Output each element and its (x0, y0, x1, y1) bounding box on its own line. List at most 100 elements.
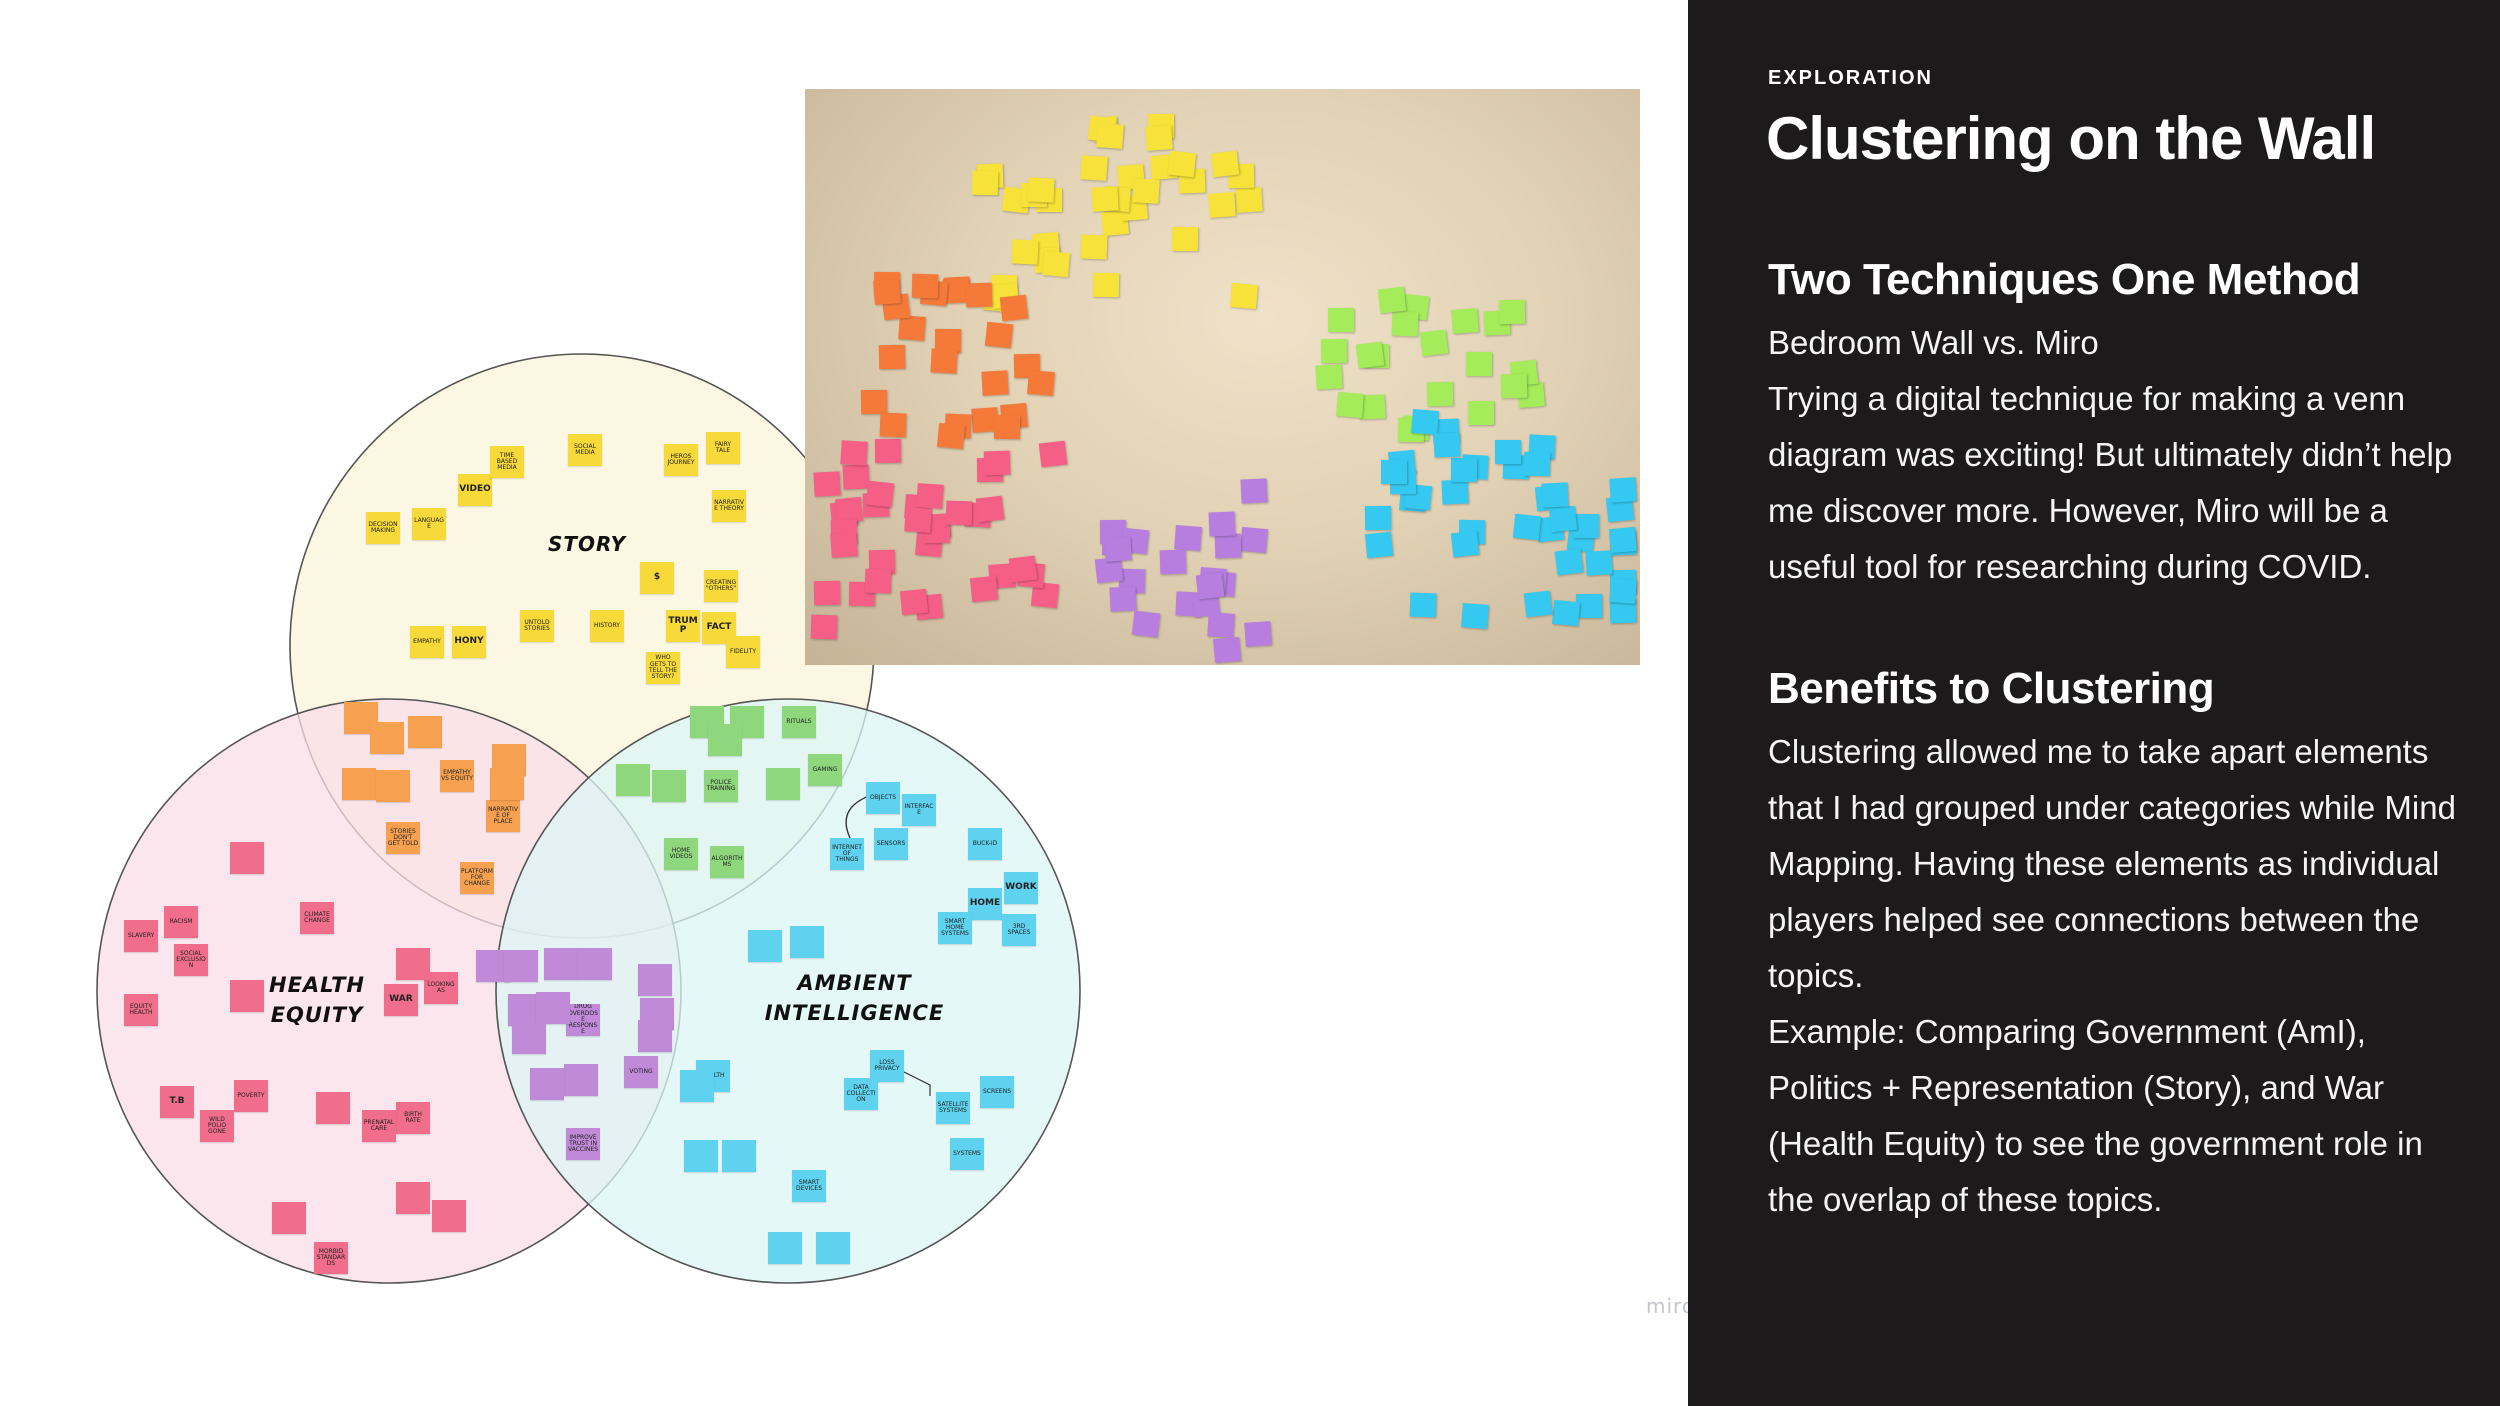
sticky-note-blank (408, 716, 442, 748)
sticky-note-blank (578, 948, 612, 980)
sticky-note: TRUMP (666, 610, 700, 642)
photo-sticky-note (1243, 621, 1272, 647)
photo-sticky-note (965, 282, 993, 308)
photo-sticky-note (981, 370, 1009, 396)
sticky-note-blank (230, 842, 264, 874)
photo-sticky-note (1080, 155, 1108, 181)
sticky-note: SOCIAL EXCLUSION (174, 944, 208, 976)
photo-sticky-note (975, 495, 1005, 522)
sticky-note-blank (272, 1202, 306, 1234)
photo-sticky-note (864, 568, 892, 594)
sticky-note: EMPATHY (410, 626, 444, 658)
photo-sticky-note (865, 480, 895, 508)
photo-sticky-note (1364, 506, 1392, 531)
photo-sticky-note (898, 315, 926, 342)
photo-sticky-note (1095, 123, 1124, 149)
photo-sticky-note (1240, 526, 1269, 553)
sticky-note-blank (316, 1092, 350, 1124)
sticky-note: NARRATIVE THEORY (712, 490, 746, 522)
section-heading-techniques: Two Techniques One Method (1768, 255, 2361, 304)
section-line: Clustering allowed me to take apart elem… (1768, 733, 2456, 994)
photo-sticky-note (993, 415, 1020, 440)
sticky-note: DRUG OVERDOSE RESPONSE (566, 1004, 600, 1036)
photo-sticky-note (1092, 273, 1120, 298)
photo-sticky-note (1315, 363, 1343, 390)
sticky-note: PRENATAL CARE (362, 1110, 396, 1142)
sticky-note-blank (564, 1064, 598, 1096)
photo-sticky-note (810, 614, 838, 640)
sticky-note: HOME VIDEOS (664, 838, 698, 870)
photo-sticky-note (1174, 525, 1203, 552)
sticky-note-blank (370, 722, 404, 754)
photo-sticky-note (1451, 457, 1478, 482)
photo-sticky-note (1011, 239, 1039, 266)
sticky-note: VIDEO (458, 474, 492, 506)
photo-sticky-note (861, 389, 888, 415)
photo-sticky-note (984, 321, 1013, 349)
sticky-note-blank (708, 724, 742, 756)
photo-sticky-note (1230, 283, 1259, 310)
photo-sticky-note (900, 589, 929, 616)
sticky-note-blank (230, 980, 264, 1012)
sticky-note: FACT (702, 612, 736, 644)
photo-sticky-note (1548, 506, 1578, 533)
sticky-note-blank (722, 1140, 756, 1172)
sticky-note: HISTORY (590, 610, 624, 642)
sticky-note-blank (512, 1022, 546, 1054)
sticky-note-blank (684, 1140, 718, 1172)
sticky-note-blank (790, 926, 824, 958)
sticky-note: POVERTY (234, 1080, 268, 1112)
sticky-note-blank (638, 1020, 672, 1052)
sticky-note-blank (376, 770, 410, 802)
sticky-note: IMPROVE TRUST IN VACCINES (566, 1128, 600, 1160)
sticky-note: DATA COLLECTION (844, 1078, 878, 1110)
sticky-note: MORBID STANDARDS (314, 1242, 348, 1274)
sticky-note: ALGORITHMS (710, 846, 744, 878)
photo-sticky-note (1409, 592, 1436, 618)
photo-sticky-note (1327, 308, 1354, 333)
sticky-note-blank (536, 992, 570, 1024)
sticky-note-blank (544, 948, 578, 980)
photo-sticky-note (1320, 339, 1347, 364)
photo-sticky-note (1585, 549, 1613, 576)
section-line: Bedroom Wall vs. Miro (1768, 324, 2099, 361)
photo-sticky-note (1335, 392, 1364, 419)
sticky-note: LOSS PRIVACY (870, 1050, 904, 1082)
sticky-note: SATELLITE SYSTEMS (936, 1092, 970, 1124)
photo-sticky-note (1109, 586, 1137, 612)
photo-sticky-note (879, 412, 907, 438)
photo-sticky-note (1391, 311, 1419, 337)
photo-sticky-note (983, 450, 1011, 476)
photo-sticky-note (1540, 482, 1569, 508)
photo-sticky-note (1380, 460, 1407, 485)
photo-sticky-note (1498, 299, 1526, 325)
eyebrow-label: EXPLORATION (1768, 67, 1933, 89)
sticky-note: FAIRY TALE (706, 432, 740, 464)
photo-sticky-note (1461, 603, 1489, 630)
photo-sticky-note (1159, 549, 1187, 574)
section-body-techniques: Bedroom Wall vs. Miro Trying a digital t… (1768, 315, 2458, 595)
description-panel: EXPLORATION Clustering on the Wall Two T… (1688, 0, 2500, 1406)
sticky-note: GAMING (808, 754, 842, 786)
photo-sticky-note (1355, 341, 1385, 368)
sticky-note: EMPATHY VS EQUITY (440, 760, 474, 792)
photo-sticky-note (1494, 440, 1521, 465)
photo-sticky-note (1132, 610, 1161, 638)
photo-sticky-note (1080, 234, 1108, 260)
sticky-note: BUCK-ID (968, 828, 1002, 860)
sticky-note: TIME BASED MEDIA (490, 446, 524, 478)
sticky-note: WILD POLIO GONE (200, 1110, 234, 1142)
photo-sticky-note (1524, 451, 1551, 477)
sticky-note-blank (616, 764, 650, 796)
photo-sticky-note (1609, 527, 1637, 554)
section-heading-benefits: Benefits to Clustering (1768, 664, 2215, 713)
photo-sticky-note (971, 170, 999, 196)
photo-sticky-note (840, 440, 868, 467)
sticky-note: SMART DEVICES (792, 1170, 826, 1202)
sticky-note: PLATFORM FOR CHANGE (460, 862, 494, 894)
sticky-note: SLAVERY (124, 920, 158, 952)
photo-sticky-note (1441, 478, 1469, 505)
photo-sticky-note (1551, 600, 1580, 627)
sticky-note-blank (432, 1200, 466, 1232)
